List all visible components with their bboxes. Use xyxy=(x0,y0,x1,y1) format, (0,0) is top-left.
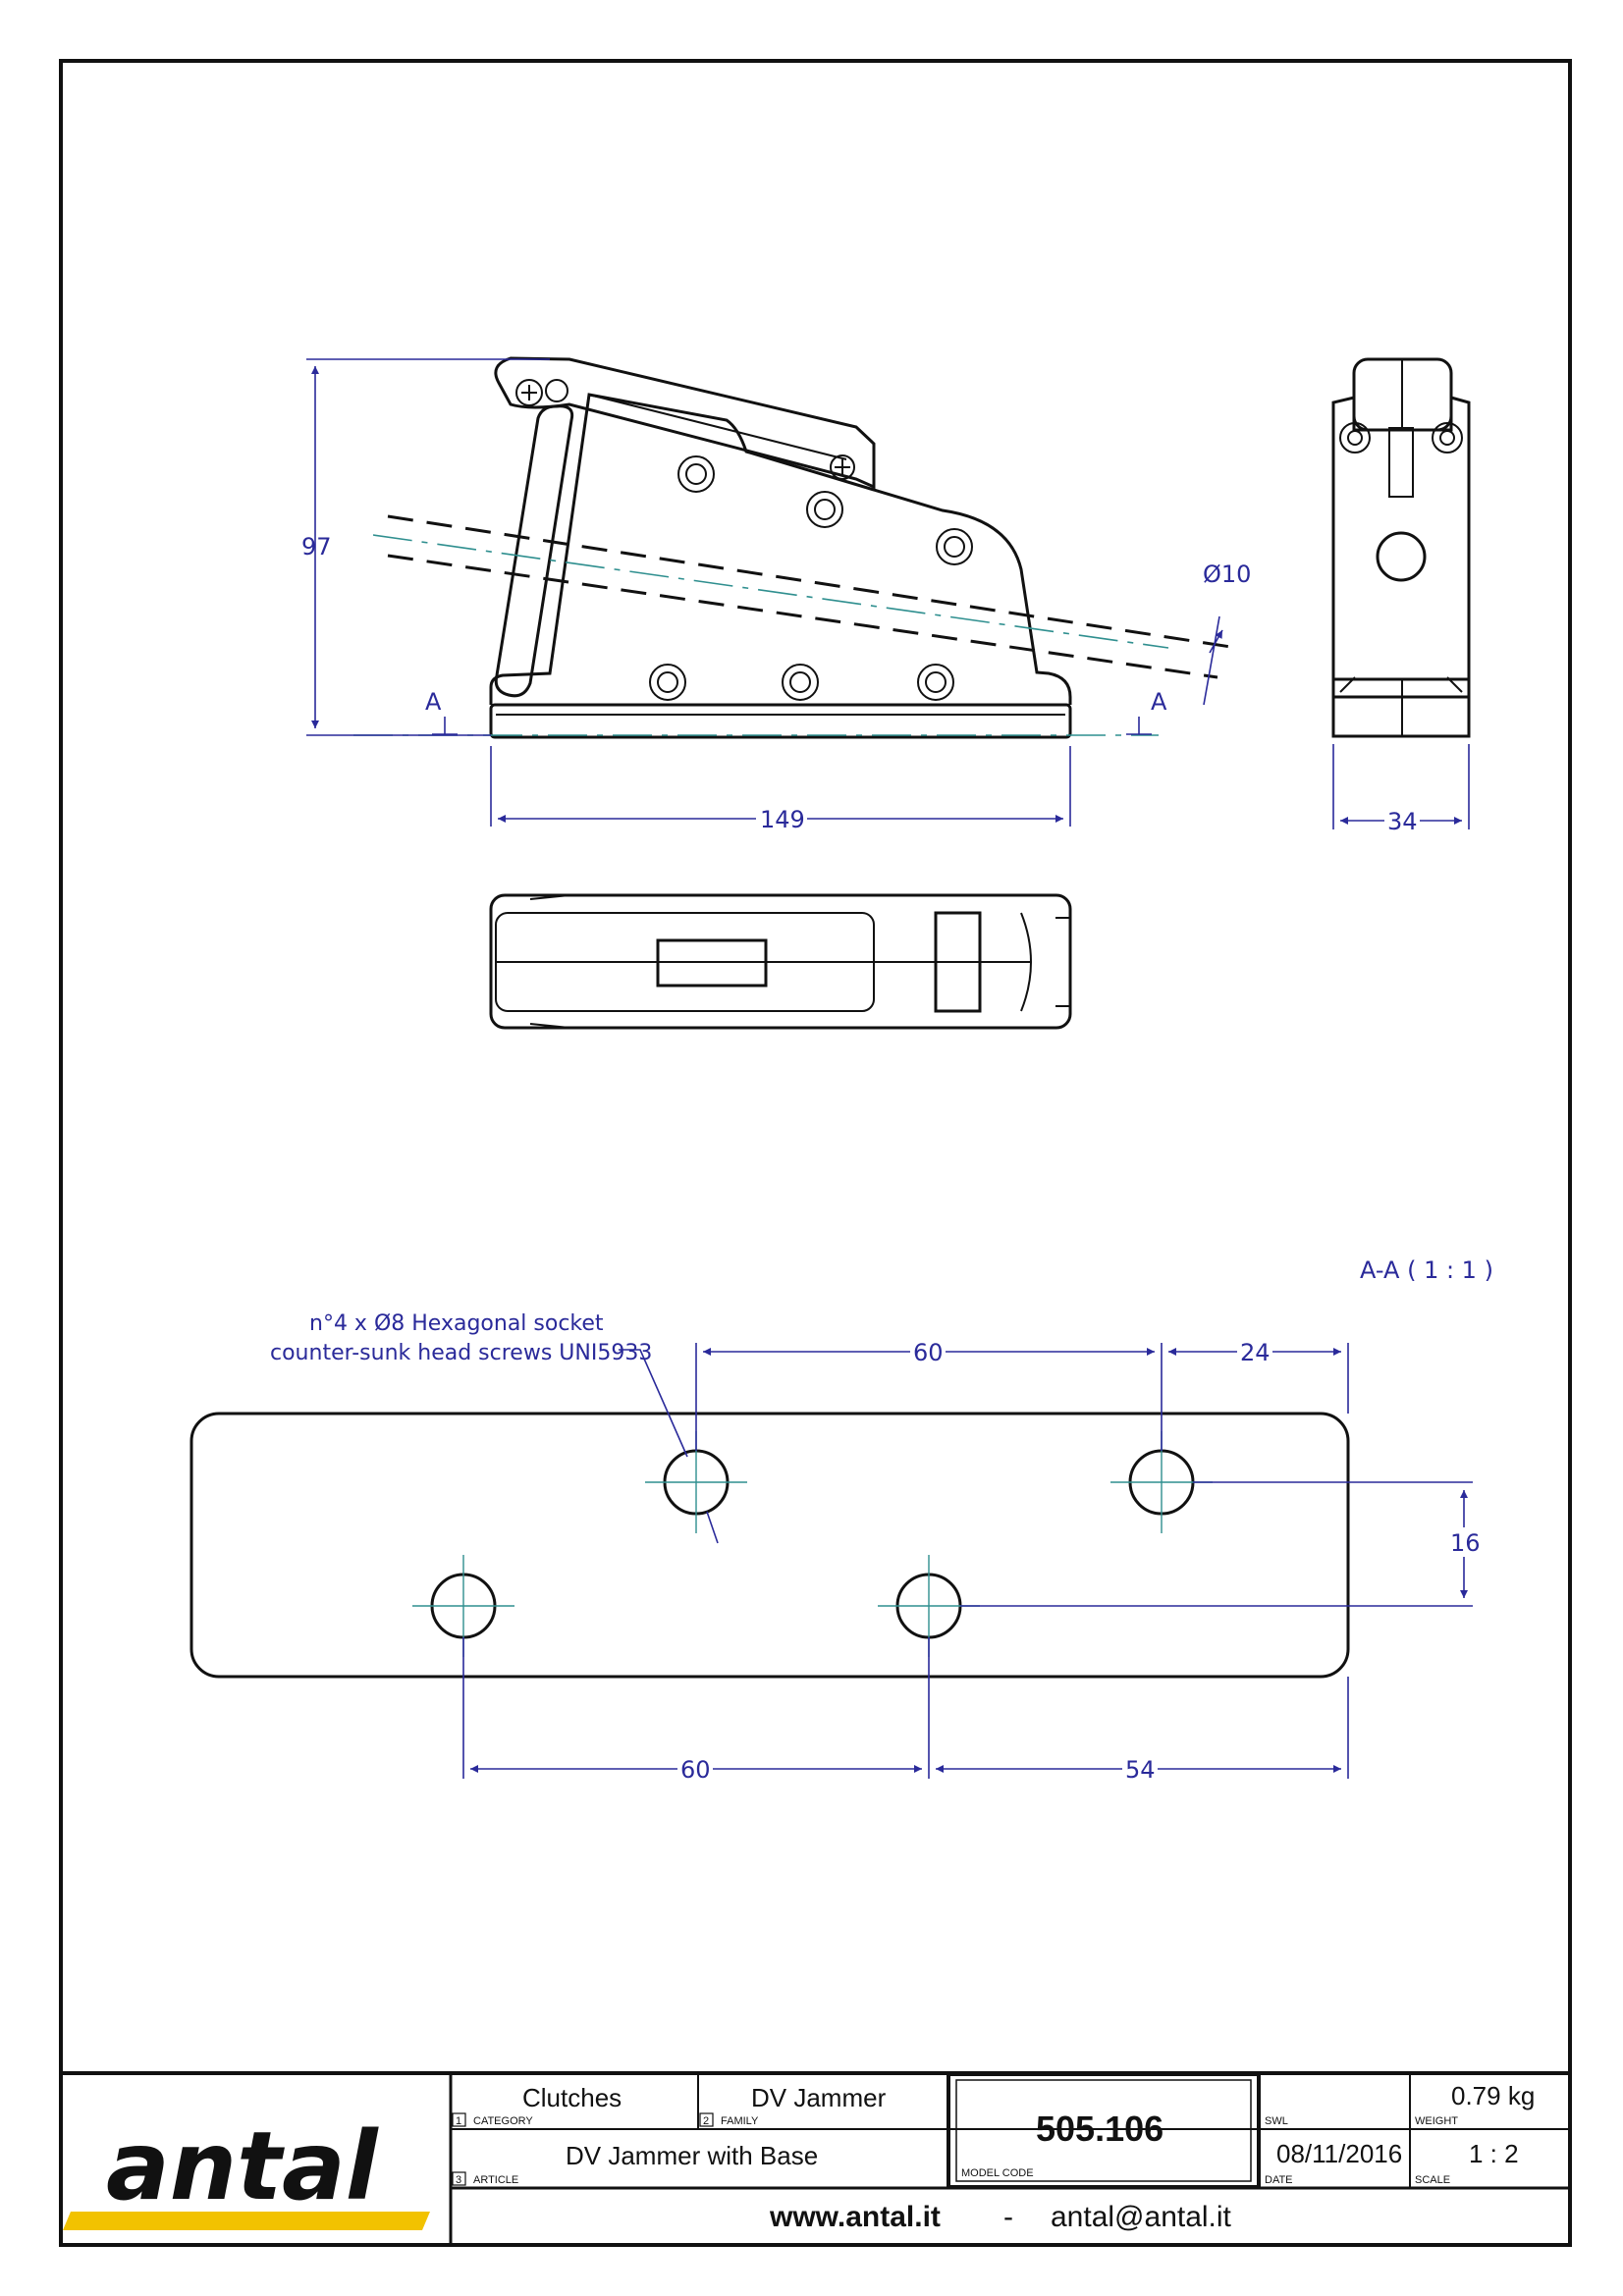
front-view: A A 97 149 Ø10 xyxy=(301,356,1251,833)
title-block: antal Clutches 1 CATEGORY DV Jammer 2 FA… xyxy=(61,2071,1570,2245)
logo-accent-bar xyxy=(63,2212,430,2230)
top-view-slot xyxy=(656,938,768,988)
dim-height: 97 xyxy=(301,533,332,561)
front-view-cam-post xyxy=(494,404,574,698)
svg-text:3: 3 xyxy=(456,2174,461,2186)
section-title: A-A ( 1 : 1 ) xyxy=(1360,1256,1493,1284)
screw-note-line2: counter-sunk head screws UNI5933 xyxy=(270,1341,652,1365)
sheet-border xyxy=(59,59,1572,2247)
date-label: DATE xyxy=(1265,2174,1293,2186)
dim-diameter: Ø10 xyxy=(1203,561,1251,588)
article-value: DV Jammer with Base xyxy=(566,2141,818,2170)
screw-note-line1: n°4 x Ø8 Hexagonal socket xyxy=(309,1311,604,1336)
category-label: CATEGORY xyxy=(473,2115,533,2127)
mounting-holes xyxy=(412,1431,1213,1657)
svg-text:2: 2 xyxy=(703,2115,709,2127)
front-view-lever xyxy=(494,356,876,490)
model-code-value: 505.106 xyxy=(1036,2109,1163,2149)
front-view-rope-centerline xyxy=(372,534,1169,649)
front-view-pivot xyxy=(545,379,568,402)
scale-label: SCALE xyxy=(1415,2174,1450,2186)
front-view-base-plate xyxy=(489,703,1072,739)
top-view-outline xyxy=(489,893,1072,1030)
contact-separator: - xyxy=(1003,2201,1013,2233)
side-view-rope-hole xyxy=(1376,531,1427,582)
scale-value: 1 : 2 xyxy=(1469,2139,1519,2168)
article-label: ARTICLE xyxy=(473,2174,518,2186)
logo-text: antal xyxy=(106,2111,379,2221)
dim-offset: 16 xyxy=(1450,1529,1481,1557)
dim-width: 34 xyxy=(1387,808,1418,835)
top-view-cam-block xyxy=(934,911,982,1013)
family-value: DV Jammer xyxy=(751,2083,887,2112)
website-link[interactable]: www.antal.it xyxy=(769,2201,941,2233)
swl-label: SWL xyxy=(1265,2115,1288,2127)
front-view-body xyxy=(489,393,1072,705)
side-view: 34 xyxy=(1331,357,1471,835)
front-view-rope-hidden-bottom xyxy=(387,554,1218,679)
section-view: A-A ( 1 : 1 ) n°4 x Ø8 Hexagonal socket … xyxy=(189,1256,1493,1784)
family-label: FAMILY xyxy=(721,2115,759,2127)
model-code-label: MODEL CODE xyxy=(961,2167,1034,2179)
dim-top-spacing: 60 xyxy=(913,1339,944,1366)
dim-bottom-spacing: 60 xyxy=(680,1756,711,1784)
top-view xyxy=(489,893,1072,1030)
section-base-plate xyxy=(189,1412,1350,1679)
weight-value: 0.79 kg xyxy=(1451,2081,1535,2110)
weight-label: WEIGHT xyxy=(1415,2115,1458,2127)
section-mark-right: A xyxy=(1151,688,1167,716)
section-mark-left: A xyxy=(425,688,442,716)
dim-top-edge: 24 xyxy=(1240,1339,1271,1366)
dim-length: 149 xyxy=(760,806,805,833)
front-view-socket-screws xyxy=(649,455,973,701)
side-view-body xyxy=(1331,396,1471,699)
front-view-rope-hidden-top xyxy=(387,514,1238,650)
dim-bottom-edge: 54 xyxy=(1125,1756,1156,1784)
category-value: Clutches xyxy=(522,2083,622,2112)
antal-logo: antal xyxy=(63,2111,430,2230)
svg-text:1: 1 xyxy=(456,2115,461,2127)
date-value: 08/11/2016 xyxy=(1276,2139,1402,2168)
email-link[interactable]: antal@antal.it xyxy=(1051,2201,1232,2233)
